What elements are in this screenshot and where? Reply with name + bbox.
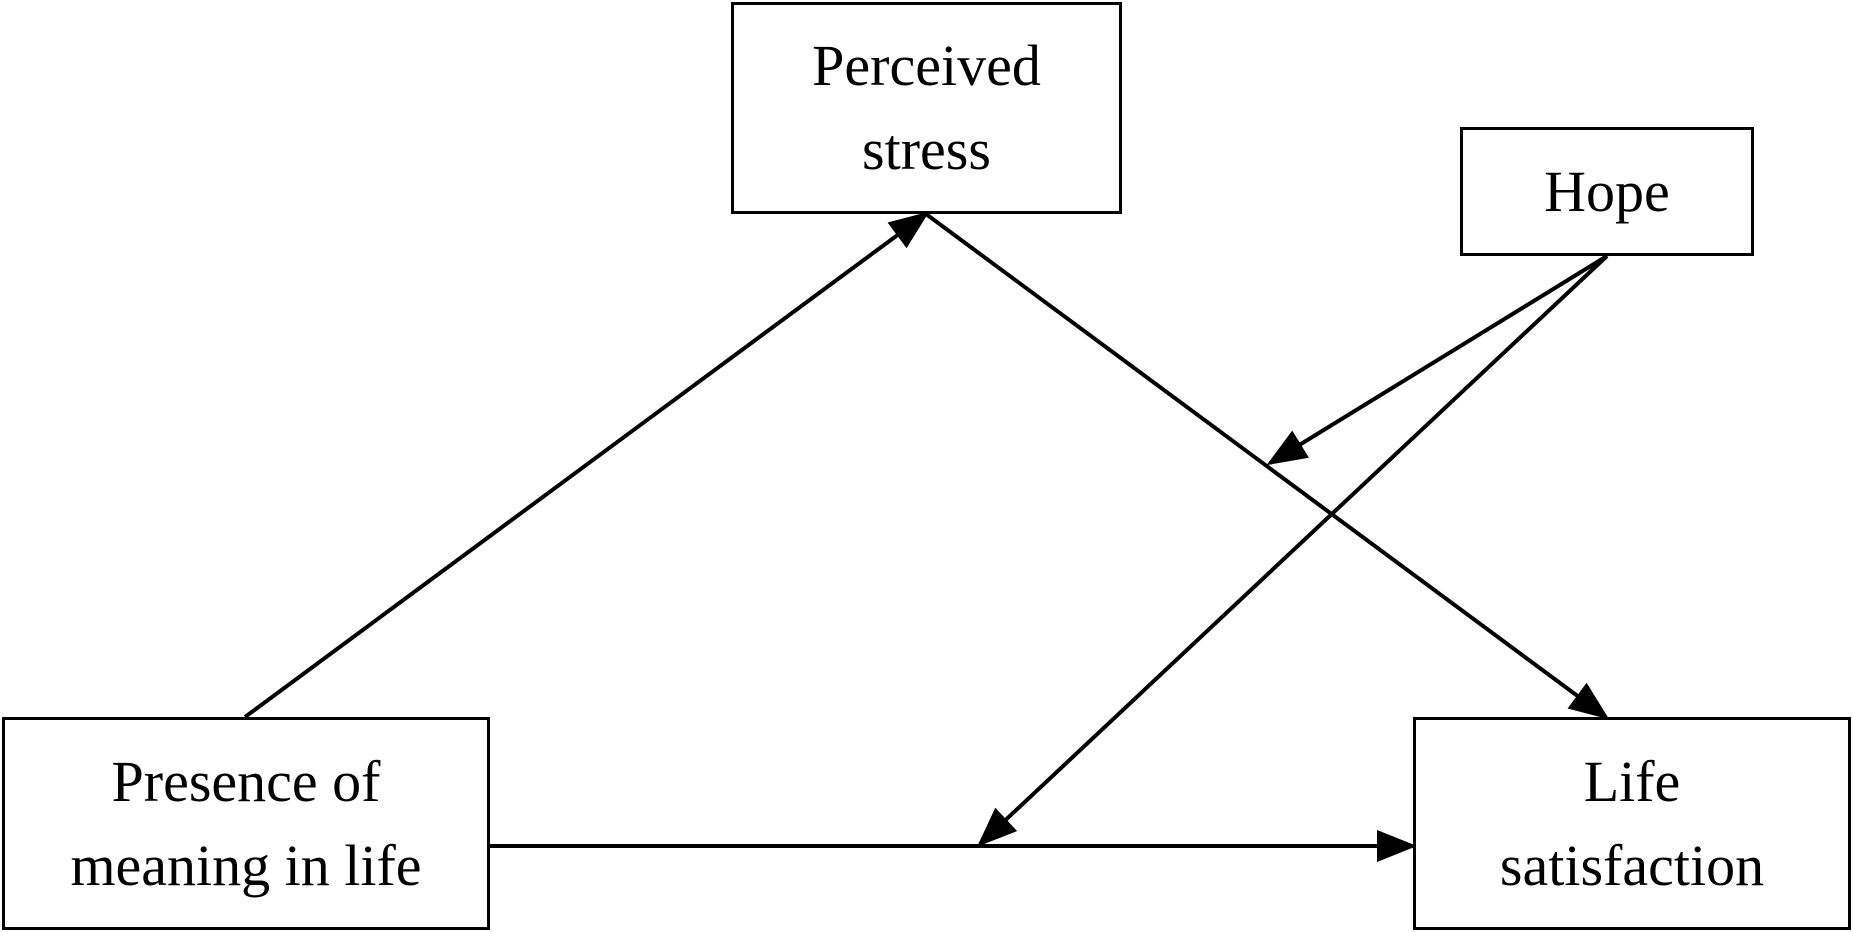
arrow-stress-to-life — [924, 212, 1610, 720]
arrow-meaning-to-stress — [243, 211, 930, 719]
hope-label: Hope — [1544, 158, 1670, 224]
presence-of-meaning-box: Presence of meaning in life — [2, 717, 490, 930]
hope-box: Hope — [1460, 127, 1754, 256]
life-satisfaction-label-line2: satisfaction — [1499, 832, 1765, 898]
arrow-hope-to-direct-path — [977, 254, 1609, 847]
perceived-stress-box: Perceived stress — [731, 2, 1122, 214]
perceived-stress-label-line1: Perceived — [812, 33, 1041, 98]
arrow-hope-to-stress-path — [1266, 254, 1609, 466]
presence-of-meaning-label-line1: Presence of — [111, 748, 381, 814]
presence-of-meaning-label-line2: meaning in life — [70, 832, 422, 898]
life-satisfaction-box: Life satisfaction — [1413, 717, 1851, 930]
perceived-stress-label-line2: stress — [862, 117, 991, 182]
life-satisfaction-label-line1: Life — [1583, 748, 1681, 814]
